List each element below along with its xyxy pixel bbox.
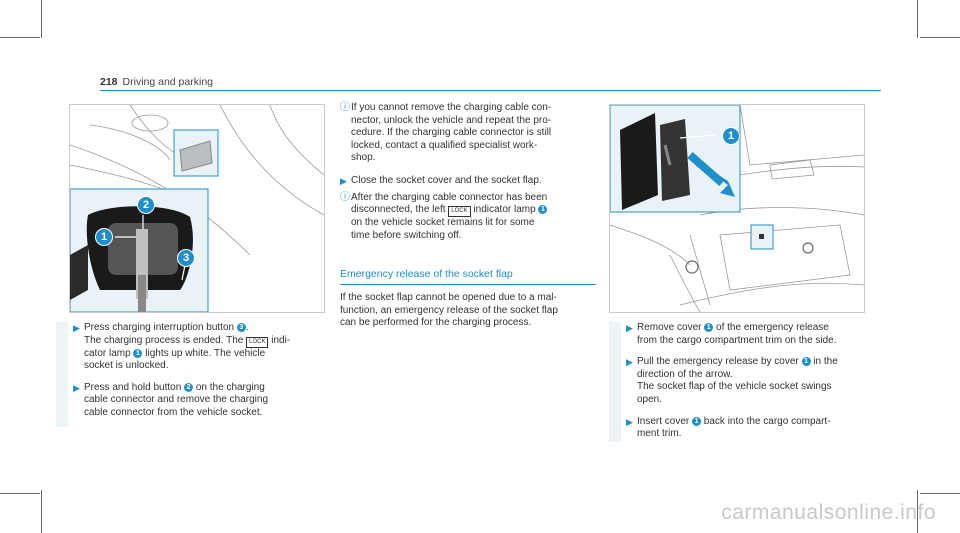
crop-mark xyxy=(0,37,40,38)
callout-1-ref: 1 xyxy=(692,416,702,426)
lock-icon: LOCK xyxy=(448,206,471,218)
list-item: ▶ Insert cover 1 back into the cargo com… xyxy=(626,415,831,440)
arrow-icon: ▶ xyxy=(73,382,80,393)
info-icon: ⓘ xyxy=(340,191,350,203)
list-item: ▶ Close the socket cover and the socket … xyxy=(340,174,542,186)
arrow-icon: ▶ xyxy=(626,357,633,368)
callout-1-ref: 1 xyxy=(538,205,548,215)
arrow-icon: ▶ xyxy=(340,175,347,186)
figure-1-illustration xyxy=(70,105,324,312)
page-number: 218 xyxy=(100,76,118,88)
crop-mark xyxy=(917,0,918,38)
callout-1: 1 xyxy=(95,228,113,246)
crop-mark xyxy=(920,493,960,494)
callout-1-ref: 1 xyxy=(133,348,143,358)
callout-1-ref: 1 xyxy=(801,357,811,367)
crop-mark xyxy=(0,493,40,494)
list-item: ▶ Press charging interruption button 3. … xyxy=(73,322,291,372)
callout-1: 1 xyxy=(722,127,740,145)
page-header: 218 Driving and parking xyxy=(100,76,213,88)
section-paragraph: If the socket flap cannot be opened due … xyxy=(340,292,558,329)
header-rule xyxy=(100,90,881,91)
list-item: ▶ Remove cover 1 of the emergency releas… xyxy=(626,322,837,346)
callout-3: 3 xyxy=(177,249,195,267)
callout-1-ref: 1 xyxy=(704,323,714,332)
step-bar xyxy=(56,322,68,427)
figure-cargo-compartment: 1 xyxy=(609,104,865,313)
crop-mark xyxy=(41,0,42,38)
section-heading: Emergency release of the socket flap xyxy=(340,268,513,280)
info-icon: ⓘ xyxy=(340,102,350,113)
crop-mark xyxy=(41,490,42,533)
callout-3-ref: 3 xyxy=(236,323,246,332)
callout-2-ref: 2 xyxy=(184,382,194,392)
middle-notes: ⓘ If you cannot remove the charging cabl… xyxy=(323,102,613,251)
watermark: carmanualsonline.info xyxy=(721,501,936,524)
figure-2-illustration xyxy=(610,105,864,312)
figure-charging-socket: 2 1 3 xyxy=(69,104,325,313)
step-bar xyxy=(609,322,621,442)
info-note: ⓘ If you cannot remove the charging cabl… xyxy=(340,102,552,164)
arrow-icon: ▶ xyxy=(73,323,80,333)
left-steps: ▶ Press charging interruption button 3. … xyxy=(56,322,346,427)
callout-2: 2 xyxy=(137,196,155,214)
arrow-icon: ▶ xyxy=(626,416,633,427)
list-item: ▶ Press and hold button 2 on the chargin… xyxy=(73,381,269,418)
info-note: ⓘ After the charging cable connector has… xyxy=(340,191,548,241)
list-item: ▶ Pull the emergency release by cover 1 … xyxy=(626,356,838,405)
section-rule xyxy=(340,284,596,285)
arrow-icon: ▶ xyxy=(626,323,633,333)
lock-icon: LOCK xyxy=(246,336,269,348)
crop-mark xyxy=(917,490,918,533)
section-title: Driving and parking xyxy=(122,76,213,88)
right-steps: ▶ Remove cover 1 of the emergency releas… xyxy=(609,322,899,442)
crop-mark xyxy=(920,37,960,38)
